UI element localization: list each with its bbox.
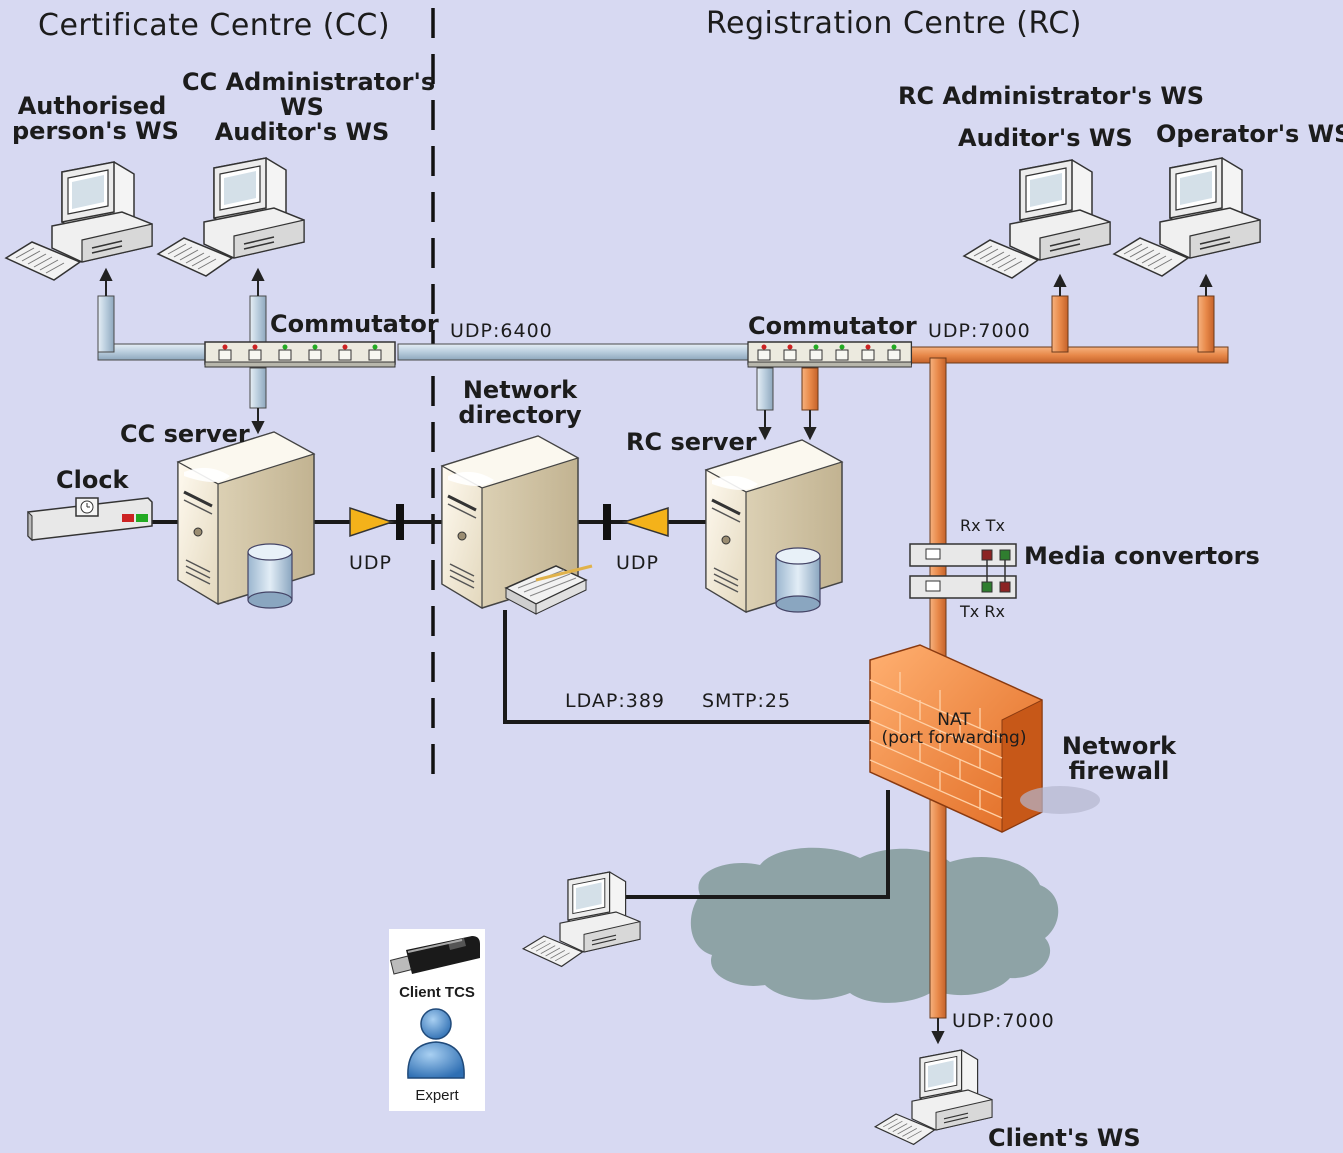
cc-admin-ws-line1: CC Administrator's xyxy=(182,68,436,96)
media-convertor-tx xyxy=(909,575,1017,599)
firewall-line2: firewall xyxy=(1068,757,1170,786)
nat-label: NAT (port forwarding) xyxy=(874,710,1034,748)
client-ws-label: Client's WS xyxy=(988,1124,1141,1152)
cc-server-label: CC server xyxy=(120,420,250,448)
authorised-person-ws xyxy=(5,161,153,281)
expert-label: Expert xyxy=(415,1087,459,1104)
switch-port xyxy=(835,349,849,361)
rc-auditor-ws xyxy=(963,159,1111,279)
switch-port xyxy=(809,349,823,361)
rc-server-label: RC server xyxy=(626,428,757,456)
rc-zone-title: Registration Centre (RC) xyxy=(706,6,1082,41)
rc-commutator-label: Commutator xyxy=(748,312,917,340)
udp-diode-left xyxy=(349,504,404,540)
nat-line2: (port forwarding) xyxy=(881,727,1027,748)
udp-right-label: UDP xyxy=(616,552,659,574)
authorised-ws-line2: person's WS xyxy=(12,117,179,146)
switch-port xyxy=(248,349,262,361)
rc-commutator xyxy=(747,341,913,368)
cc-admin-ws xyxy=(157,157,305,277)
port-led xyxy=(282,344,288,350)
cc-admin-ws-line3: Auditor's WS xyxy=(214,118,390,147)
switch-port xyxy=(338,349,352,361)
ldap-label: LDAP:389 xyxy=(565,690,666,712)
udp-7000-bottom-label: UDP:7000 xyxy=(952,1010,1055,1032)
rc-admin-ws-label: RC Administrator's WS xyxy=(898,82,1205,110)
rc-auditor-ws-label: Auditor's WS xyxy=(958,124,1133,152)
directory-line1: Network xyxy=(462,376,578,404)
switch-port xyxy=(861,349,875,361)
switch-port xyxy=(783,349,797,361)
port-led xyxy=(813,344,819,350)
rc-operator-ws xyxy=(1113,157,1261,277)
directory-line2: directory xyxy=(458,401,582,430)
client-tcs-panel xyxy=(389,929,485,1111)
port-led xyxy=(865,344,871,350)
internet-ws xyxy=(522,871,641,968)
mail-gateway-icon xyxy=(504,564,593,615)
client-tcs-label: Client TCS xyxy=(399,984,475,1001)
internet-cloud xyxy=(690,847,1059,1003)
switch-port xyxy=(278,349,292,361)
port-led xyxy=(787,344,793,350)
switch-port xyxy=(887,349,901,361)
media-bottom-ports: Tx Rx xyxy=(960,602,1005,621)
udp-7000-top-label: UDP:7000 xyxy=(928,320,1031,342)
cc-server xyxy=(176,430,316,606)
media-convertors-label: Media convertors xyxy=(1024,542,1260,570)
clock-label: Clock xyxy=(56,466,129,494)
port-led xyxy=(761,344,767,350)
rc-server xyxy=(704,438,844,614)
port-led xyxy=(372,344,378,350)
port-led xyxy=(839,344,845,350)
cc-zone-title: Certificate Centre (CC) xyxy=(38,8,391,43)
port-led xyxy=(222,344,228,350)
directory-label: Network directory xyxy=(450,376,590,430)
authorised-ws-label: Authorised person's WS xyxy=(12,92,179,146)
nat-line1: NAT xyxy=(937,710,971,730)
expert-user-icon xyxy=(407,1008,465,1079)
switch-port xyxy=(218,349,232,361)
authorised-ws-line1: Authorised xyxy=(17,92,167,120)
network-firewall xyxy=(869,644,1100,833)
firewall-line1: Network xyxy=(1061,732,1177,760)
clock-device xyxy=(27,497,153,542)
firewall-label: Network firewall xyxy=(1054,732,1184,786)
smtp-label: SMTP:25 xyxy=(702,690,792,712)
rc-server-database xyxy=(775,547,821,613)
switch-port xyxy=(368,349,382,361)
udp-left-label: UDP xyxy=(349,552,392,574)
udp-diode-right xyxy=(603,504,669,540)
media-top-ports: Rx Tx xyxy=(960,516,1005,535)
cc-commutator-label: Commutator xyxy=(270,310,439,338)
port-led xyxy=(891,344,897,350)
switch-port xyxy=(757,349,771,361)
cc-admin-ws-label: CC Administrator's WS Auditor's WS xyxy=(182,68,436,147)
media-convertor-rx xyxy=(909,543,1017,567)
client-ws-computer xyxy=(874,1049,993,1146)
cc-admin-ws-line2: WS xyxy=(280,93,324,122)
udp-6400-label: UDP:6400 xyxy=(450,320,553,342)
cc-server-database xyxy=(247,543,293,609)
rc-operator-ws-label: Operator's WS xyxy=(1156,120,1343,148)
usb-token-icon xyxy=(389,936,480,975)
port-led xyxy=(342,344,348,350)
switch-port xyxy=(308,349,322,361)
cc-commutator xyxy=(204,341,396,368)
port-led xyxy=(252,344,258,350)
upstream-arrows xyxy=(99,267,1213,1045)
port-led xyxy=(312,344,318,350)
